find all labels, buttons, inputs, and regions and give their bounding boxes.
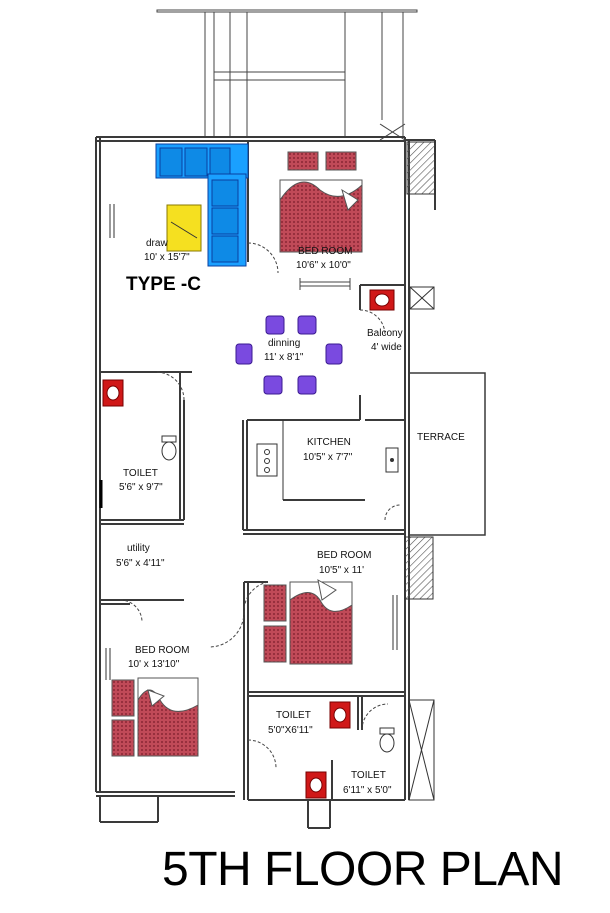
kitchen-stove xyxy=(256,420,284,500)
wc-fixtures xyxy=(161,435,395,753)
toilet-center-name: TOILET xyxy=(276,710,311,721)
toilet-right-name: TOILET xyxy=(351,770,386,781)
column-mid-right xyxy=(404,536,434,600)
bedroom-mid-size: 10'5" x 11' xyxy=(319,565,364,576)
type-label: TYPE -C xyxy=(126,274,201,295)
bed-bottom xyxy=(111,677,199,757)
walls xyxy=(95,136,436,829)
bed-top xyxy=(279,151,363,253)
chair xyxy=(265,315,285,335)
bedroom-bottom-size: 10' x 13'10" xyxy=(128,659,180,670)
room-labels: draw 10' x 15'7" BED ROOM 10'6" x 10'0" … xyxy=(116,238,465,796)
wash-basin xyxy=(305,771,327,799)
wash-basin xyxy=(329,701,351,729)
sofa xyxy=(155,143,249,267)
door-swings xyxy=(119,242,401,769)
toilet-left-name: TOILET xyxy=(123,468,158,479)
dining-chairs xyxy=(235,315,343,395)
bedroom-mid-name: BED ROOM xyxy=(317,550,371,561)
top-structure xyxy=(156,9,418,141)
bedside-rail-top xyxy=(299,278,351,290)
windows xyxy=(105,204,398,680)
kitchen-sink xyxy=(385,447,399,473)
drawing-room-name: draw xyxy=(146,238,168,249)
wc xyxy=(379,727,395,753)
hatched-columns xyxy=(404,141,436,600)
chair xyxy=(325,343,343,365)
balcony-size: 4' wide xyxy=(371,342,402,353)
kitchen-name: KITCHEN xyxy=(307,437,351,448)
chair xyxy=(297,315,317,335)
wash-basins xyxy=(102,289,395,799)
duct-box xyxy=(408,286,435,801)
toilet-left-size: 5'6" x 9'7" xyxy=(119,482,163,493)
kitchen-size: 10'5" x 7'7" xyxy=(303,452,353,463)
wash-basin xyxy=(369,289,395,311)
bed-mid xyxy=(263,579,353,665)
dinning-name: dinning xyxy=(268,338,300,349)
dinning-size: 11' x 8'1" xyxy=(264,352,304,363)
coffee-table xyxy=(166,204,202,252)
chair xyxy=(297,375,317,395)
bedroom-top-name: BED ROOM xyxy=(298,246,352,257)
utility-name: utility xyxy=(127,543,150,554)
chair xyxy=(235,343,253,365)
utility-size: 5'6" x 4'11" xyxy=(116,558,165,569)
bedroom-bottom-name: BED ROOM xyxy=(135,645,189,656)
drawing-room-size: 10' x 15'7" xyxy=(144,252,190,263)
wc xyxy=(161,435,177,461)
wash-basin xyxy=(102,379,124,407)
toilet-center-size: 5'0"X6'11" xyxy=(268,725,313,736)
terrace-name: TERRACE xyxy=(417,432,465,443)
bedroom-top-size: 10'6" x 10'0" xyxy=(296,260,351,271)
chair xyxy=(263,375,283,395)
terrace-outline xyxy=(408,372,486,536)
balcony-name: Balcony xyxy=(367,328,403,339)
toilet-right-size: 6'11" x 5'0" xyxy=(343,785,392,796)
page-title: 5TH FLOOR PLAN xyxy=(162,843,564,896)
column-top-right xyxy=(406,141,436,195)
